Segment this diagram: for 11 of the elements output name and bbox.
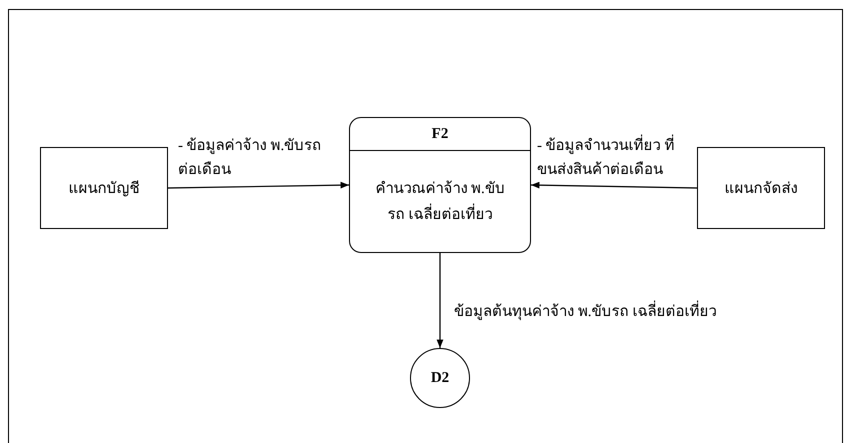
arrow [168,182,349,189]
arrow [530,182,698,189]
entity-box [697,147,825,229]
entity-box [40,147,168,229]
process-name: คำนวณค่าจ้าง พ.ขับรถ เฉลี่ยต่อเที่ยว [374,180,506,224]
store-id: D2 [430,370,450,386]
entity-name: แผนกจัดส่ง [724,180,798,199]
entity-name: แผนกบัญชี [68,179,140,199]
arrow [436,253,444,348]
process-box [349,117,531,253]
process-id: F2 [432,126,448,142]
